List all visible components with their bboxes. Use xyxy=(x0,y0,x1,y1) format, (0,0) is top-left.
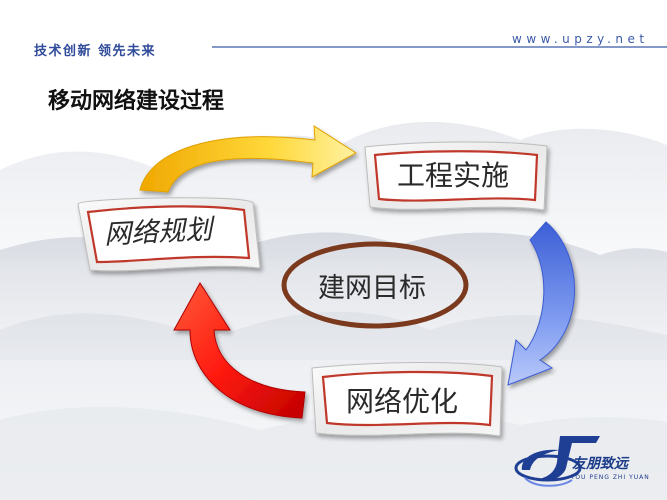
node-label-implement: 工程实施 xyxy=(397,159,510,192)
node-label-optimize: 网络优化 xyxy=(346,385,459,418)
website-url: www.upzy.net xyxy=(512,32,649,46)
center-label-goal: 建网目标 xyxy=(318,273,426,304)
page-title: 移动网络建设过程 xyxy=(48,89,225,114)
card-optimize xyxy=(311,362,503,437)
logo-name: 友朋致远 xyxy=(572,456,628,472)
card-plan xyxy=(77,197,261,272)
logo-mark-icon xyxy=(514,436,600,487)
slogan: 技术创新 领先未来 xyxy=(34,44,157,59)
logo-subtitle: YOU PENG ZHI YUAN xyxy=(571,474,650,481)
center-ellipse xyxy=(281,241,469,329)
arrow-plan-to-implement xyxy=(139,125,357,193)
arrow-implement-to-optimize xyxy=(507,221,575,386)
arrow-optimize-to-plan xyxy=(173,282,306,419)
card-implement xyxy=(364,141,548,211)
